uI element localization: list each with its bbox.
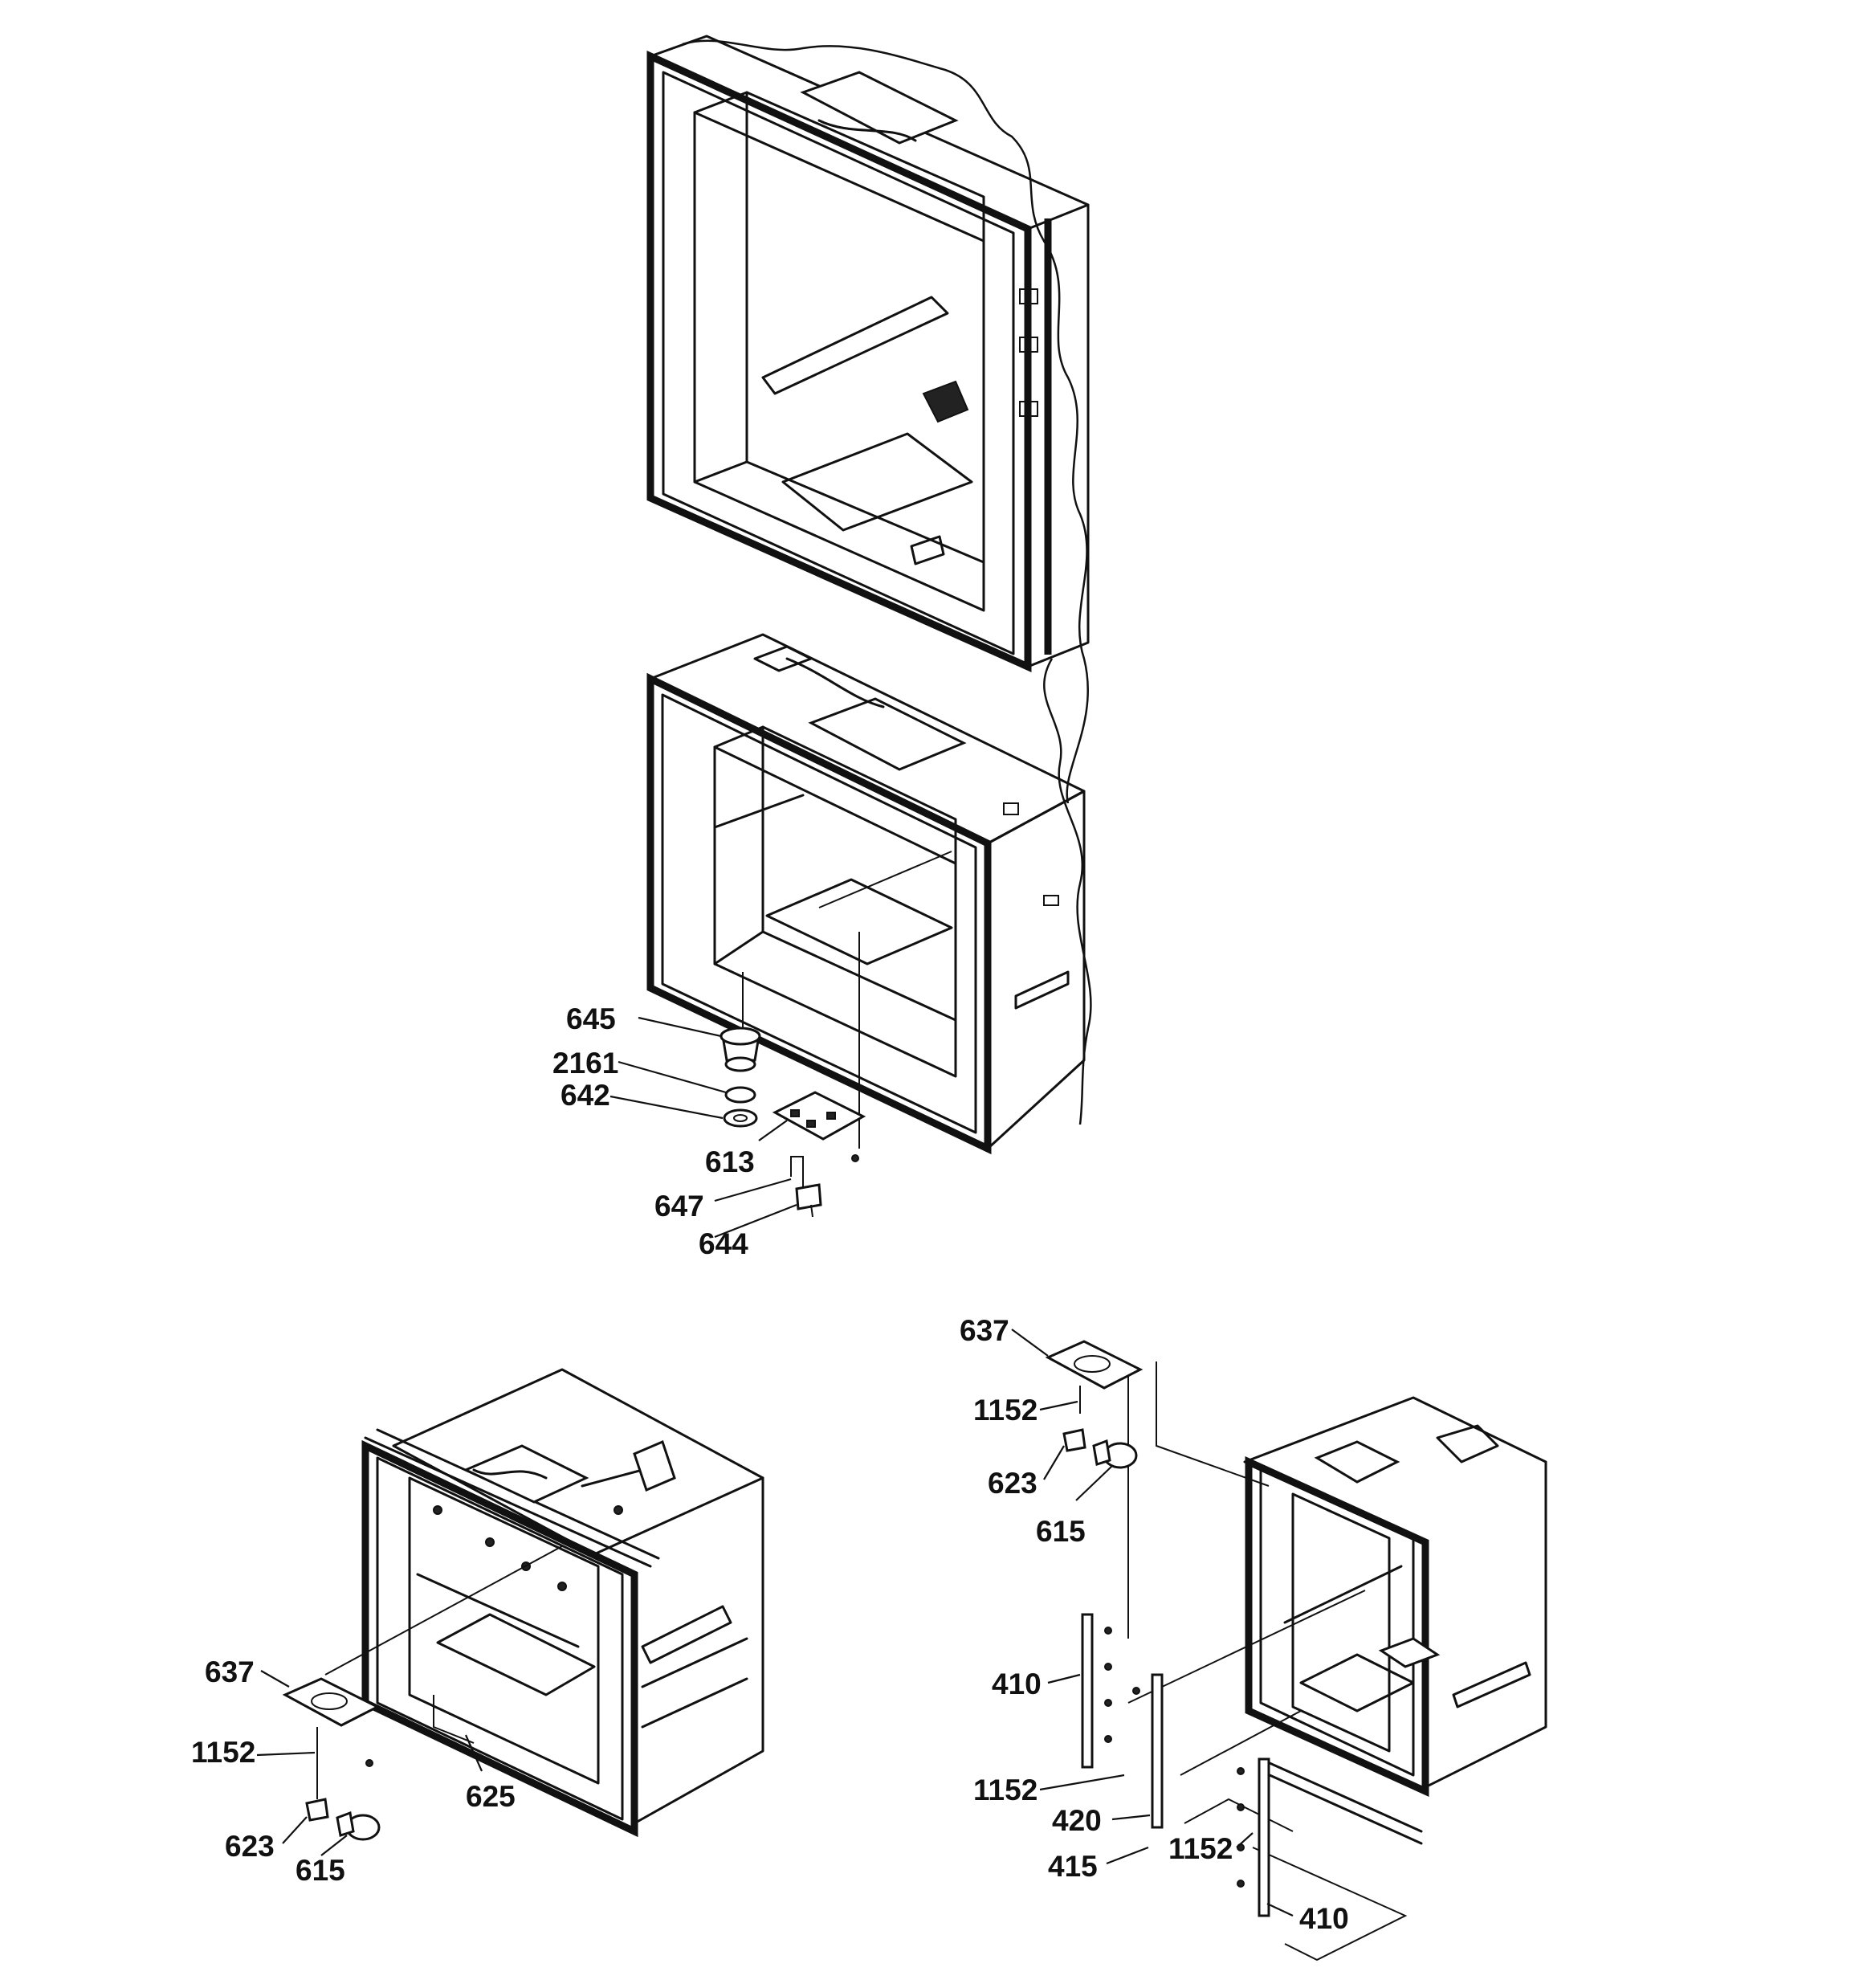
callout-2161: 2161 bbox=[552, 1047, 619, 1080]
callout-right-1152-top: 1152 bbox=[973, 1394, 1038, 1427]
callout-645: 645 bbox=[566, 1002, 616, 1035]
callout-right-410-lower: 410 bbox=[1299, 1902, 1349, 1935]
callout-left-1152: 1152 bbox=[191, 1736, 256, 1769]
callout-right-415: 415 bbox=[1048, 1850, 1098, 1883]
freezer-liner-assembly bbox=[646, 633, 1092, 1218]
callout-left-615: 615 bbox=[296, 1854, 345, 1887]
callout-613: 613 bbox=[705, 1145, 755, 1178]
lower-right-liner-assembly bbox=[1045, 1340, 1547, 1961]
callout-right-615: 615 bbox=[1036, 1515, 1086, 1548]
callout-leaders bbox=[256, 1016, 1294, 1917]
callout-644: 644 bbox=[699, 1227, 748, 1260]
callout-647: 647 bbox=[654, 1190, 704, 1223]
callout-right-623: 623 bbox=[988, 1467, 1037, 1500]
callout-left-623: 623 bbox=[225, 1830, 275, 1863]
callout-left-637: 637 bbox=[205, 1655, 255, 1688]
callout-left-625: 625 bbox=[466, 1780, 516, 1813]
callout-right-1152-mid: 1152 bbox=[973, 1774, 1038, 1806]
callout-right-410-upper: 410 bbox=[992, 1668, 1042, 1700]
callout-right-637: 637 bbox=[960, 1314, 1009, 1347]
callout-right-420: 420 bbox=[1052, 1804, 1102, 1837]
upper-liner-assembly bbox=[646, 35, 1090, 804]
callout-642: 642 bbox=[561, 1079, 610, 1112]
callout-right-1152-low: 1152 bbox=[1168, 1832, 1233, 1865]
lower-left-liner-assembly bbox=[282, 1368, 764, 1841]
